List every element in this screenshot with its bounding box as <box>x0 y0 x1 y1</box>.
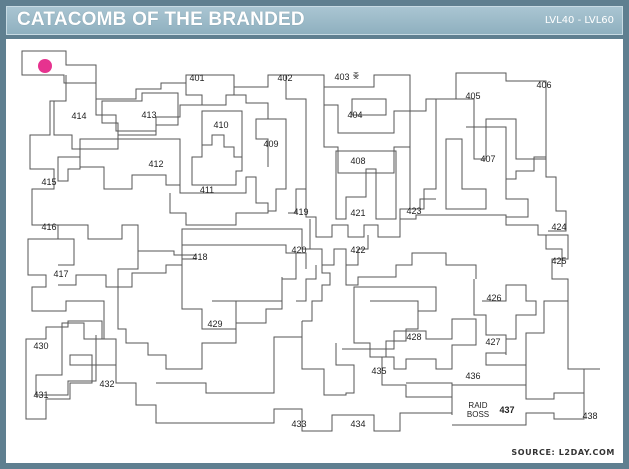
room-429: 429 <box>207 319 223 329</box>
room-438: 438 <box>582 411 598 421</box>
room-427: 427 <box>485 337 501 347</box>
dungeon-map: 401 402 403 좇 404 405 406 407 408 409 41… <box>6 39 623 463</box>
room-412: 412 <box>148 159 164 169</box>
room-411: 411 <box>199 185 215 195</box>
room-420: 420 <box>291 245 307 255</box>
map-title: CATACOMB OF THE BRANDED <box>17 9 305 30</box>
start-marker <box>38 59 52 73</box>
room-426: 426 <box>486 293 502 303</box>
room-403-suffix: 좇 <box>352 73 360 80</box>
raid-boss-line1: RAID <box>468 401 488 410</box>
room-404: 404 <box>347 110 363 120</box>
room-421: 421 <box>350 208 366 218</box>
room-402: 402 <box>277 73 293 83</box>
room-415: 415 <box>41 177 57 187</box>
room-409: 409 <box>263 139 279 149</box>
room-406: 406 <box>536 80 552 90</box>
room-413: 413 <box>141 110 157 120</box>
room-435: 435 <box>371 366 387 376</box>
room-422: 422 <box>350 245 366 255</box>
room-418: 418 <box>192 252 208 262</box>
room-428: 428 <box>406 332 422 342</box>
source-credit: SOURCE: L2DAY.COM <box>511 448 615 457</box>
room-432: 432 <box>99 379 115 389</box>
room-425: 425 <box>551 256 567 266</box>
title-bar: CATACOMB OF THE BRANDED LVL40 - LVL60 <box>6 6 623 35</box>
room-401: 401 <box>189 73 205 83</box>
room-419: 419 <box>293 207 309 217</box>
room-424: 424 <box>551 222 567 232</box>
level-range: LVL40 - LVL60 <box>544 15 614 26</box>
map-walls <box>21 50 600 432</box>
room-408: 408 <box>350 156 366 166</box>
room-431: 431 <box>33 390 49 400</box>
room-423: 423 <box>406 206 422 216</box>
room-407: 407 <box>480 154 496 164</box>
room-436: 436 <box>465 371 481 381</box>
raid-boss-line2: BOSS <box>466 410 490 419</box>
raid-boss-label: RAID BOSS <box>467 401 489 419</box>
room-405: 405 <box>465 91 481 101</box>
room-417: 417 <box>53 269 69 279</box>
room-403: 403 <box>334 72 350 82</box>
room-433: 433 <box>291 419 307 429</box>
room-414: 414 <box>71 111 87 121</box>
room-410: 410 <box>213 120 229 130</box>
room-434: 434 <box>350 419 366 429</box>
room-437: 437 <box>499 405 515 415</box>
room-416: 416 <box>41 222 57 232</box>
room-430: 430 <box>33 341 49 351</box>
